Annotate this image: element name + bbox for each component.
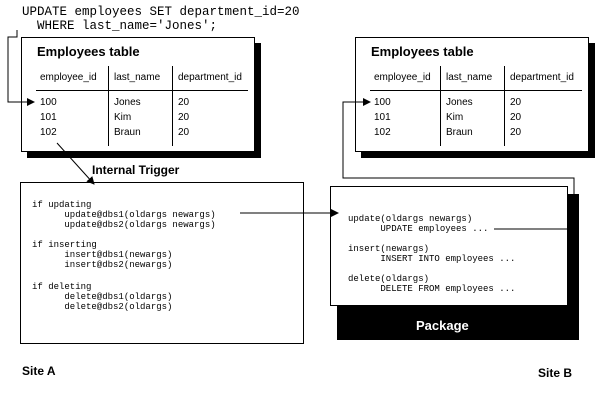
trigger-code-line: if inserting	[32, 240, 97, 250]
site-b-header-department-id: department_id	[510, 72, 574, 83]
package-code-line: UPDATE employees ...	[348, 224, 489, 234]
trigger-code-line: insert@dbs2(newargs)	[32, 260, 173, 270]
site-b-cell: 20	[510, 127, 522, 138]
site-b-cell: 100	[374, 97, 391, 108]
trigger-code-line: insert@dbs1(newargs)	[32, 250, 173, 260]
table-to-trigger-arrow	[56, 142, 95, 185]
package-code-line: INSERT INTO employees ...	[348, 254, 516, 264]
package-box: update(oldargs newargs) UPDATE employees…	[330, 186, 568, 306]
package-code-line: delete(oldargs)	[348, 274, 430, 284]
site-b-label: Site B	[538, 366, 573, 380]
site-a-cell: Jones	[114, 97, 141, 108]
sql-statement-line-2: WHERE last_name='Jones';	[22, 19, 218, 33]
trigger-code-line: delete@dbs1(oldargs)	[32, 292, 173, 302]
site-a-label: Site A	[22, 364, 56, 378]
statement-to-site-a-arrow	[7, 30, 35, 106]
trigger-code-line: update@dbs2(oldargs newargs)	[32, 220, 216, 230]
site-b-cell: Braun	[446, 127, 473, 138]
site-b-cell: 101	[374, 112, 391, 123]
site-a-table-title: Employees table	[37, 44, 140, 59]
internal-trigger-box: if updating update@dbs1(oldargs newargs)…	[20, 182, 304, 344]
site-b-column-divider	[440, 66, 441, 146]
site-a-cell: 101	[40, 112, 57, 123]
site-a-header-divider	[36, 90, 248, 91]
site-a-column-divider	[172, 66, 173, 146]
site-a-cell: 20	[178, 127, 190, 138]
package-to-site-b-arrow	[342, 98, 575, 230]
site-b-employees-table: Employees table employee_id last_name de…	[355, 37, 589, 152]
site-a-employees-table: Employees table employee_id last_name de…	[21, 37, 255, 152]
site-b-cell: Jones	[446, 97, 473, 108]
sql-statement-line-1: UPDATE employees SET department_id=20	[22, 5, 300, 19]
trigger-code-line: if deleting	[32, 282, 92, 292]
trigger-code-line: if updating	[32, 200, 92, 210]
site-a-cell: 20	[178, 97, 190, 108]
site-b-cell: 20	[510, 97, 522, 108]
package-code-line: DELETE FROM employees ...	[348, 284, 516, 294]
trigger-code-line: delete@dbs2(oldargs)	[32, 302, 173, 312]
package-label: Package	[416, 318, 469, 333]
package-code-line: update(oldargs newargs)	[348, 214, 473, 224]
site-a-header-department-id: department_id	[178, 72, 242, 83]
site-b-cell: Kim	[446, 112, 464, 123]
site-a-cell: 20	[178, 112, 190, 123]
site-b-column-divider	[504, 66, 505, 146]
site-a-cell: 100	[40, 97, 57, 108]
site-b-table-title: Employees table	[371, 44, 474, 59]
site-a-column-divider	[108, 66, 109, 146]
site-a-header-employee-id: employee_id	[40, 72, 97, 83]
internal-trigger-label: Internal Trigger	[92, 163, 180, 177]
site-a-header-last-name: last_name	[114, 72, 161, 83]
site-b-cell: 20	[510, 112, 522, 123]
trigger-code-line: update@dbs1(oldargs newargs)	[32, 210, 216, 220]
package-code-line: insert(newargs)	[348, 244, 430, 254]
site-a-cell: 102	[40, 127, 57, 138]
site-b-cell: 102	[374, 127, 391, 138]
site-b-header-employee-id: employee_id	[374, 72, 431, 83]
site-a-cell: Kim	[114, 112, 132, 123]
site-b-header-divider	[370, 90, 582, 91]
site-a-cell: Braun	[114, 127, 141, 138]
site-b-header-last-name: last_name	[446, 72, 493, 83]
